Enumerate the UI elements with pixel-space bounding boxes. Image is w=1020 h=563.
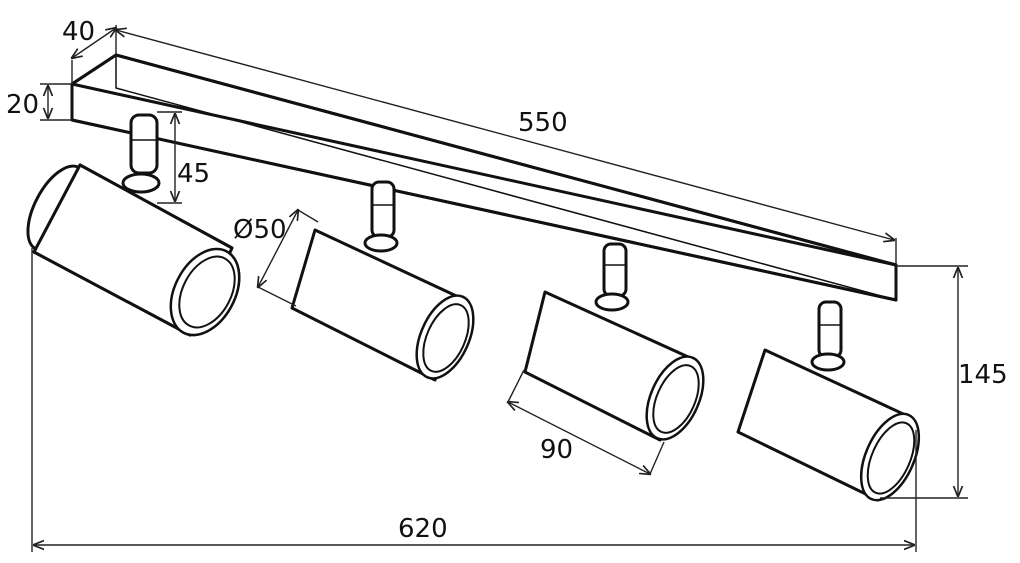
spotlight-4 — [736, 300, 921, 502]
label-total-height: 145 — [958, 360, 1008, 390]
label-rail-depth: 40 — [62, 17, 95, 47]
label-head-length: 90 — [540, 435, 573, 465]
label-stem-height: 45 — [177, 159, 210, 189]
dimension-lines — [31, 25, 968, 552]
label-head-diameter: Ø50 — [233, 215, 287, 245]
label-total-length: 620 — [398, 514, 448, 544]
label-rail-height: 20 — [6, 90, 39, 120]
spotlight-3 — [523, 242, 705, 442]
spotlight-2 — [290, 180, 475, 382]
label-rail-length: 550 — [518, 108, 568, 138]
